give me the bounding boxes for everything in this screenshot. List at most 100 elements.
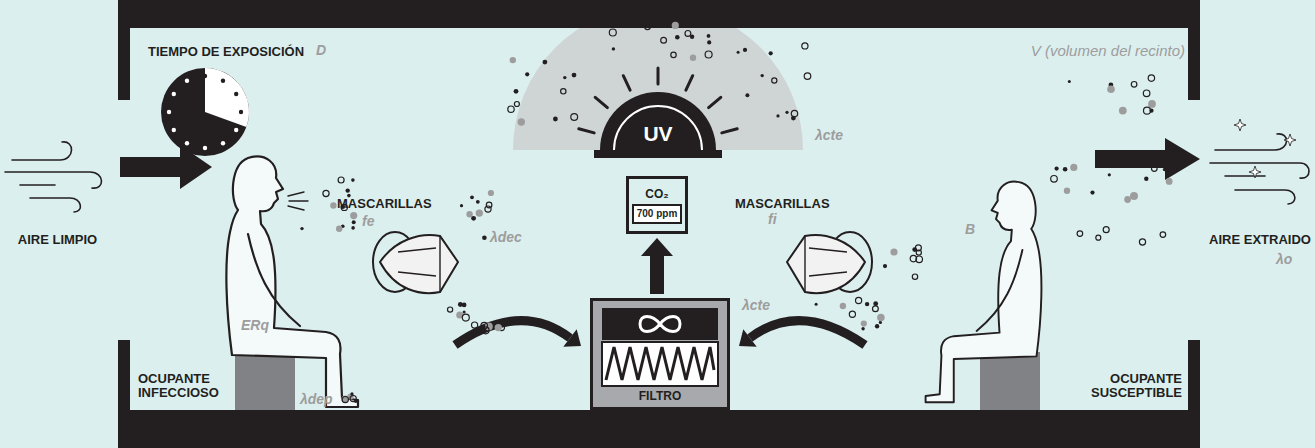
aerosol-particle [341, 396, 348, 403]
clock-tick [203, 74, 207, 78]
variable-symbol: λdec [490, 230, 522, 245]
lamp-base [594, 150, 722, 158]
aerosol-particle [350, 392, 353, 395]
aerosol-particle [472, 322, 478, 328]
infectious-person [226, 156, 358, 407]
volume-note: V (volumen del recinto) [960, 43, 1185, 58]
aerosol-particle [890, 248, 897, 255]
mask-fold [805, 236, 847, 292]
aerosol-particle [675, 35, 680, 40]
aerosol-particle [1139, 239, 1145, 245]
aerosol-particle [330, 202, 336, 208]
clock-tick [185, 141, 189, 145]
intake-arrow [455, 321, 570, 345]
aerosol-particle [514, 102, 519, 107]
aerosol-particle [488, 190, 494, 196]
intake-arrowhead [563, 329, 581, 347]
wind-line [12, 142, 72, 160]
co2-monitor: CO₂700 ppm [626, 176, 688, 234]
outflow-arrow [1095, 138, 1200, 180]
floor [118, 410, 1200, 448]
exposure-clock [161, 68, 249, 156]
aerosol-particle [745, 93, 749, 97]
inflow-arrow [120, 145, 212, 189]
aerosol-particle [772, 78, 777, 83]
aerosol-particle [761, 74, 764, 77]
aerosol-particle [300, 227, 303, 230]
aerosol-particle [563, 76, 566, 79]
filter-band [602, 308, 718, 340]
variable-symbol: fi [768, 212, 777, 227]
aerosol-particle [1068, 80, 1071, 83]
aerosol-particle [856, 297, 862, 303]
aerosol-particle [518, 118, 525, 125]
aerosol-particle [336, 226, 342, 232]
clock-ticks [167, 74, 243, 150]
aerosol-particle [1108, 173, 1111, 176]
aerosol-particle [1124, 196, 1131, 203]
aerosol-particle [707, 34, 711, 38]
aerosol-particle [690, 55, 696, 61]
aerosol-particle [815, 303, 818, 306]
aerosol-particle [873, 306, 879, 312]
clock-tick [185, 79, 189, 83]
wind-line [1215, 134, 1287, 150]
aerosol-particle [645, 24, 651, 30]
aerosol-particle [1160, 232, 1166, 238]
aerosol-particle [1119, 107, 1127, 115]
clock-tick [172, 128, 176, 132]
lamp-body [600, 92, 716, 150]
aerosol-particle [476, 200, 480, 204]
aerosol-particle [553, 117, 558, 122]
wind-line [30, 198, 80, 212]
seat [235, 350, 295, 410]
aerosol-particle [346, 188, 350, 192]
aerosol-particle [1055, 167, 1059, 171]
mask-label: MASCARILLAS [735, 196, 830, 211]
wind-line [5, 172, 102, 188]
wall [118, 0, 130, 100]
arrow-shape [641, 238, 673, 294]
uv-lamp: UV [600, 92, 716, 150]
lamp-label: UV [600, 123, 716, 145]
aerosol-particle [776, 114, 779, 117]
variable-symbol: fe [362, 214, 374, 229]
variable-symbol: λo [1276, 252, 1292, 267]
aerosol-particle [352, 220, 356, 224]
aerosol-particle [737, 51, 740, 54]
aerosol-particle [571, 114, 578, 121]
variable-symbol: λcte [742, 298, 770, 313]
intake-arrowhead [739, 329, 757, 347]
occupant-label: OCUPANTE INFECCIOSO [138, 372, 228, 400]
clock-tick [203, 146, 207, 150]
aerosol-particle [482, 235, 487, 240]
clock-tick [234, 128, 238, 132]
clean-sparkles [1234, 119, 1296, 178]
aerosol-particle [350, 212, 357, 219]
aerosol-particle [849, 311, 855, 317]
aerosol-particle [1107, 86, 1115, 94]
aerosol-particle [1143, 90, 1150, 97]
aerosol-particle [351, 178, 355, 182]
aerosol-particle [463, 311, 466, 314]
aerosol-particle [351, 226, 355, 230]
aerosol-particle [1144, 177, 1148, 181]
aerosol-particle [1051, 176, 1058, 183]
uv-ray [657, 68, 660, 84]
aerosol-particle [462, 314, 469, 321]
aerosol-particle [875, 324, 879, 328]
occupant-label: OCUPANTE SUSCEPTIBLE [1086, 372, 1182, 400]
aerosol-particle [804, 73, 811, 80]
aerosol-particle [785, 111, 788, 114]
seat [980, 352, 1040, 410]
aerosol-particle [609, 29, 616, 36]
aerosol-particle [671, 52, 676, 57]
wall [118, 340, 130, 448]
clock-tick [172, 92, 176, 96]
aerosol-cloud [300, 19, 1172, 403]
wind-line [1235, 190, 1295, 204]
breath-lines [288, 192, 308, 210]
aerosol-particle [672, 22, 679, 29]
aerosol-particle [916, 256, 923, 263]
